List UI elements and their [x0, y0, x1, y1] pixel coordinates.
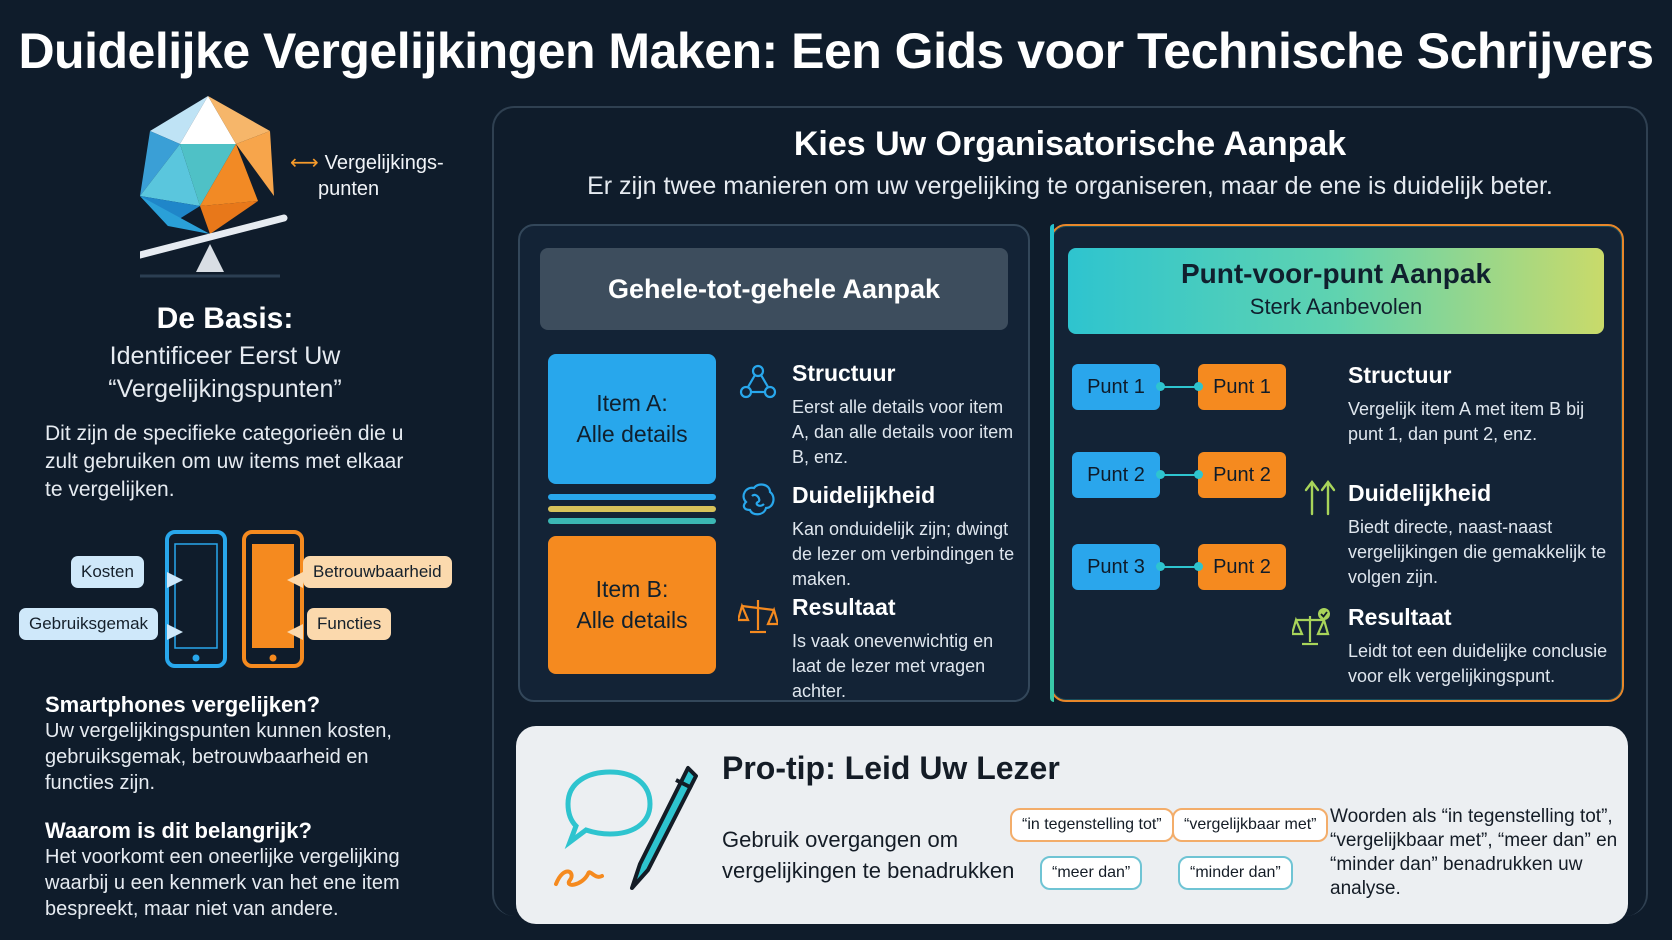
point-link-2 [1160, 474, 1198, 476]
q2-text: Het voorkomt een oneerlijke vergelijking… [45, 846, 400, 920]
bubble-minder-dan: “minder dan” [1178, 856, 1293, 890]
main-panel [492, 106, 1648, 916]
stripe-yellow [548, 506, 716, 512]
link-dot [1156, 470, 1165, 479]
whole-to-whole-heading: Gehele-tot-gehele Aanpak [540, 248, 1008, 330]
wtw-f1-text: Eerst alle details voor item A, dan alle… [792, 397, 1014, 467]
wtw-feature-structure: Structuur Eerst alle details voor item A… [792, 360, 1022, 470]
basis-subtitle-line-2: “Vergelijkingspunten” [108, 375, 342, 403]
point-link-3 [1160, 566, 1198, 568]
wtw-f1-title: Structuur [792, 360, 896, 386]
tag-functies: Functies [307, 608, 392, 640]
q1-text: Uw vergelijkingspunten kunnen kosten, ge… [45, 720, 392, 794]
gem-label: ⟷Vergelijkings- punten [290, 150, 444, 202]
stripe-teal [548, 518, 716, 524]
pro-tip-text: Gebruik overgangen om vergelijkingen te … [722, 824, 1014, 886]
link-dot [1156, 382, 1165, 391]
pbp-f2-title: Duidelijkheid [1348, 480, 1492, 506]
wtw-feature-clarity: Duidelijkheid Kan onduidelijk zijn; dwin… [792, 482, 1022, 592]
point-link-1 [1160, 386, 1198, 388]
item-b-line-1: Item B: [595, 576, 669, 602]
tag-kosten: Kosten [71, 556, 144, 588]
phones-icon [165, 530, 304, 668]
question-smartphones: Smartphones vergelijken? Uw vergelijking… [45, 692, 425, 796]
basis-subtitle-line-1: Identificeer Eerst Uw [109, 342, 341, 370]
bubble-meer-dan: “meer dan” [1040, 856, 1143, 890]
wtw-f2-title: Duidelijkheid [792, 482, 936, 508]
main-title: Kies Uw Organisatorische Aanpak [793, 125, 1347, 163]
pbp-feature-structure: Structuur Vergelijk item A met item B bi… [1348, 362, 1616, 447]
link-dot [1194, 382, 1203, 391]
bubble-vergelijkbaar: “vergelijkbaar met” [1172, 808, 1329, 842]
up-arrows-icon [1304, 480, 1336, 516]
pbp-feature-clarity: Duidelijkheid Biedt directe, naast-naast… [1348, 480, 1616, 590]
wtw-feature-result: Resultaat Is vaak onevenwichtig en laat … [792, 594, 1022, 704]
bubble-in-tegenstelling: “in tegenstelling tot” [1010, 808, 1174, 842]
q2-title: Waarom is dit belangrijk? [45, 818, 312, 843]
pbp-heading-subtitle: Sterk Aanbevolen [1249, 294, 1423, 319]
stripe-blue [548, 494, 716, 500]
phone-comparison: Kosten Gebruiksgemak Betrouwbaarheid Fun… [15, 528, 475, 678]
unbalanced-scale-icon [738, 600, 778, 634]
right-point-2: Punt 2 [1198, 452, 1286, 498]
left-point-2: Punt 2 [1072, 452, 1160, 498]
pro-tip-text-line-1: Gebruik overgangen om [722, 827, 959, 852]
brain-tangle-icon [742, 483, 775, 516]
panel-b-glow [1050, 224, 1054, 702]
pbp-f2-text: Biedt directe, naast-naast vergelijkinge… [1348, 517, 1607, 587]
page-title: Duidelijke Vergelijkingen Maken: Een Gid… [18, 23, 1654, 79]
pbp-f1-title: Structuur [1348, 362, 1452, 388]
item-b-line-2: Alle details [576, 607, 688, 633]
question-why: Waarom is dit belangrijk? Het voorkomt e… [45, 818, 425, 922]
pbp-feature-result: Resultaat Leidt tot een duidelijke concl… [1348, 604, 1616, 689]
wtw-f3-text: Is vaak onevenwichtig en laat de lezer m… [792, 631, 994, 701]
main-subtitle: Er zijn twee manieren om uw vergelijking… [587, 172, 1553, 200]
link-dot [1194, 470, 1203, 479]
item-b-block: Item B: Alle details [548, 536, 716, 674]
pbp-f1-text: Vergelijk item A met item B bij punt 1, … [1348, 399, 1585, 444]
basis-description: Dit zijn de specifieke categorieën die u… [45, 422, 404, 501]
pbp-f3-title: Resultaat [1348, 604, 1452, 630]
network-icon [739, 364, 777, 399]
gem-label-line-2: punten [318, 178, 380, 200]
tag-gebruiksgemak: Gebruiksgemak [19, 608, 159, 640]
gem-label-line-1: Vergelijkings- [324, 152, 444, 174]
speech-bubble-pen-icon [554, 766, 698, 890]
balanced-scale-check-icon [1292, 608, 1330, 646]
q1-title: Smartphones vergelijken? [45, 692, 321, 717]
right-point-1: Punt 1 [1198, 364, 1286, 410]
item-a-block: Item A: Alle details [548, 354, 716, 484]
link-dot [1194, 562, 1203, 571]
right-point-3: Punt 2 [1198, 544, 1286, 590]
pro-tip-text-line-2: vergelijkingen te benadrukken [722, 858, 1015, 883]
tag-betrouwbaarheid: Betrouwbaarheid [303, 556, 452, 588]
item-a-line-1: Item A: [596, 390, 668, 416]
icosahedron-balance-icon [140, 96, 288, 278]
pro-tip-explanation: Woorden als “in tegenstelling tot”, “ver… [1330, 806, 1618, 899]
link-dot [1156, 562, 1165, 571]
left-point-3: Punt 3 [1072, 544, 1160, 590]
basis-subtitle: Identificeer Eerst Uw “Vergelijkingspunt… [40, 340, 410, 406]
basis-title: De Basis: [156, 302, 294, 335]
item-a-line-2: Alle details [576, 421, 688, 447]
pbp-heading-title: Punt-voor-punt Aanpak [1180, 258, 1492, 289]
pro-tip-title: Pro-tip: Leid Uw Lezer [722, 750, 1060, 786]
wtw-f3-title: Resultaat [792, 594, 896, 620]
pbp-f3-text: Leidt tot een duidelijke conclusie voor … [1348, 641, 1608, 686]
left-point-1: Punt 1 [1072, 364, 1160, 410]
wtw-f2-text: Kan onduidelijk zijn; dwingt de lezer om… [792, 519, 1015, 589]
point-by-point-heading: Punt-voor-punt Aanpak Sterk Aanbevolen [1068, 248, 1604, 334]
double-arrow-icon: ⟷ [290, 152, 319, 174]
